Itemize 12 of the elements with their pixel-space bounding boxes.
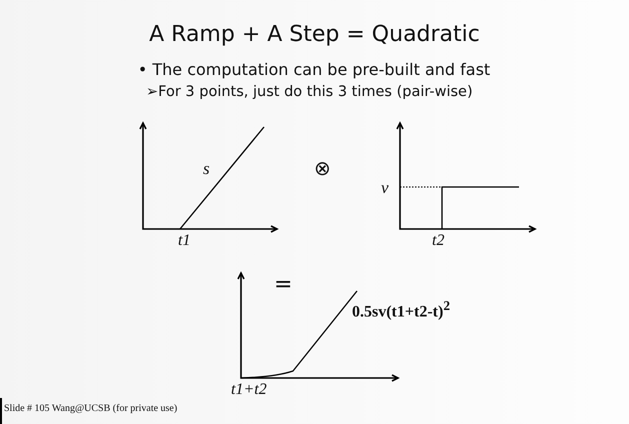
- slope-label: s: [203, 159, 210, 179]
- footer-text: Slide # 105 Wang@UCSB (for private use): [4, 403, 178, 414]
- sub-bullet-text: ➢For 3 points, just do this 3 times (pair-wise): [146, 84, 473, 100]
- axis-tick-label: t2: [432, 232, 444, 250]
- formula-label: 0.5sv(t1+t2-t)$^{2}$: [352, 298, 450, 322]
- equals-symbol: =: [274, 272, 292, 297]
- convolution-symbol: ⊗: [314, 156, 331, 180]
- step-value-label: v: [381, 178, 389, 198]
- slide-title: A Ramp + A Step = Quadratic: [148, 22, 481, 47]
- axis-tick-label: t1: [178, 232, 190, 250]
- bullet-text: • The computation can be pre-built and fast: [138, 60, 490, 79]
- axis-tick-label: t1+t2: [231, 381, 267, 399]
